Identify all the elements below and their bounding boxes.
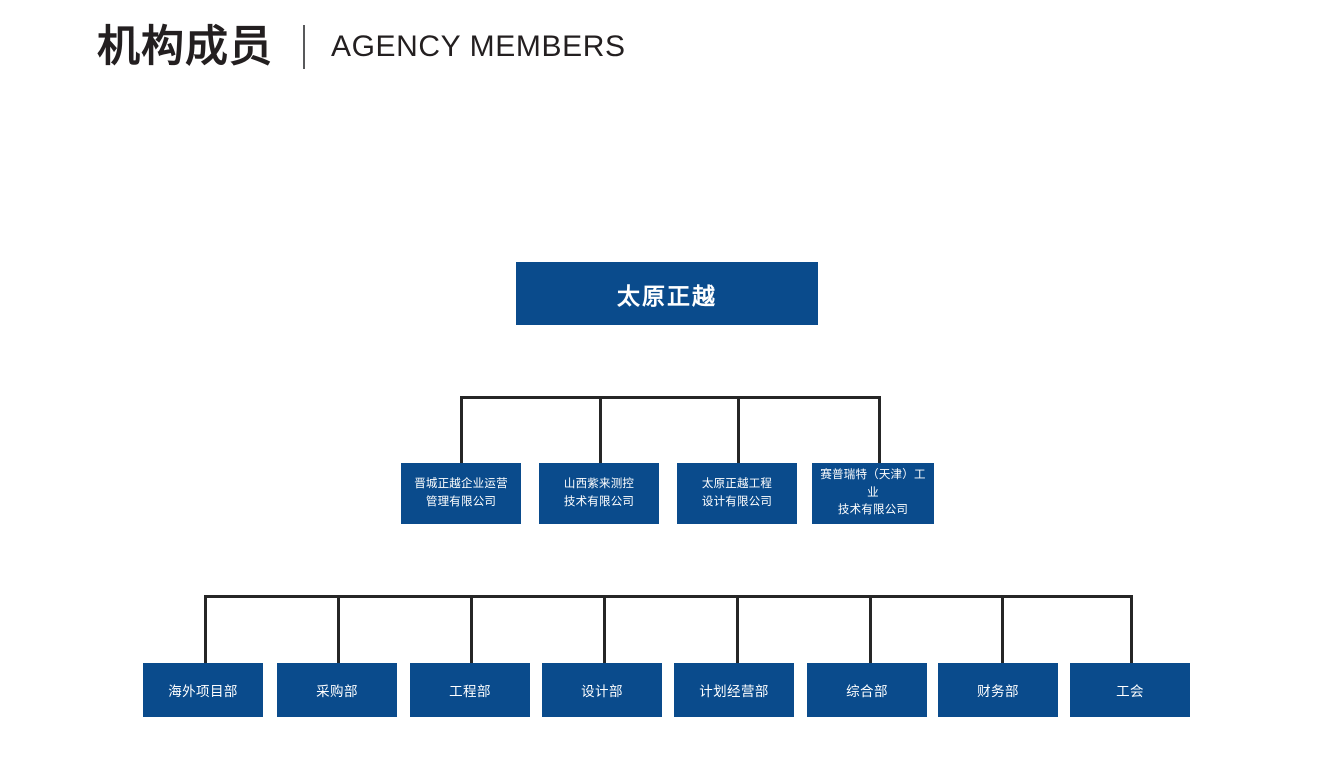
- connector-drop-department-2: [337, 595, 340, 664]
- org-node-department-8-label: 工会: [1116, 684, 1144, 699]
- org-node-department-1-label: 海外项目部: [168, 684, 238, 699]
- org-node-department-2-label: 采购部: [316, 684, 358, 699]
- connector-bus-level2: [460, 396, 881, 399]
- page-title-cn: 机构成员: [97, 22, 273, 71]
- org-node-subsidiary-2[interactable]: 山西紫来测控 技术有限公司: [539, 463, 659, 524]
- connector-drop-department-3: [470, 595, 473, 664]
- connector-drop-subsidiary-2: [599, 396, 602, 463]
- org-node-department-6[interactable]: 综合部: [807, 663, 927, 717]
- org-node-department-3[interactable]: 工程部: [410, 663, 530, 717]
- connector-drop-department-6: [869, 595, 872, 664]
- connector-drop-department-1: [204, 595, 207, 664]
- connector-drop-subsidiary-1: [460, 396, 463, 463]
- org-node-subsidiary-4[interactable]: 赛普瑞特（天津）工业 技术有限公司: [812, 463, 934, 524]
- org-node-department-7[interactable]: 财务部: [938, 663, 1058, 717]
- page-header: 机构成员 AGENCY MEMBERS: [97, 18, 626, 76]
- org-node-subsidiary-1-line2: 管理有限公司: [425, 495, 497, 508]
- org-node-department-5-label: 计划经营部: [699, 684, 769, 699]
- org-node-root-label: 太原正越: [617, 282, 717, 309]
- org-node-department-4-label: 设计部: [581, 684, 623, 699]
- org-node-subsidiary-2-line1: 山西紫来测控: [563, 477, 635, 490]
- org-node-department-2[interactable]: 采购部: [277, 663, 397, 717]
- org-node-subsidiary-1-line1: 晋城正越企业运营: [414, 477, 508, 490]
- connector-drop-subsidiary-3: [737, 396, 740, 463]
- org-node-subsidiary-4-line2: 技术有限公司: [837, 504, 909, 517]
- org-node-subsidiary-3[interactable]: 太原正越工程 设计有限公司: [677, 463, 797, 524]
- org-node-department-7-label: 财务部: [977, 684, 1019, 699]
- org-node-subsidiary-4-line1: 赛普瑞特（天津）工业: [820, 468, 926, 499]
- org-node-department-5[interactable]: 计划经营部: [674, 663, 794, 717]
- org-node-department-4[interactable]: 设计部: [542, 663, 662, 717]
- page-title-en: AGENCY MEMBERS: [331, 30, 626, 63]
- org-node-department-8[interactable]: 工会: [1070, 663, 1190, 717]
- org-node-department-3-label: 工程部: [449, 684, 491, 699]
- org-node-department-6-label: 综合部: [846, 684, 888, 699]
- connector-drop-department-5: [736, 595, 739, 664]
- org-node-subsidiary-3-line1: 太原正越工程: [701, 477, 773, 490]
- connector-drop-subsidiary-4: [878, 396, 881, 463]
- connector-drop-department-4: [603, 595, 606, 664]
- title-divider: [303, 25, 305, 69]
- org-node-department-1[interactable]: 海外项目部: [143, 663, 263, 717]
- org-node-subsidiary-3-line2: 设计有限公司: [701, 495, 773, 508]
- org-node-subsidiary-2-line2: 技术有限公司: [563, 495, 635, 508]
- connector-drop-department-8: [1130, 595, 1133, 664]
- org-node-root[interactable]: 太原正越: [516, 262, 818, 325]
- connector-drop-department-7: [1001, 595, 1004, 664]
- connector-bus-level3: [204, 595, 1133, 598]
- org-node-subsidiary-1[interactable]: 晋城正越企业运营 管理有限公司: [401, 463, 521, 524]
